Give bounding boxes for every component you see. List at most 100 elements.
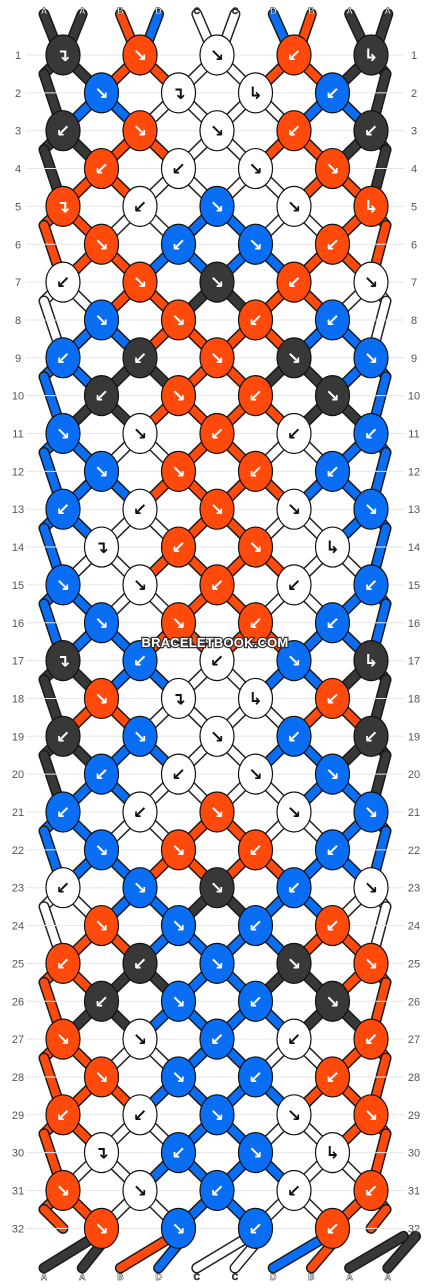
- knot-shape: [45, 185, 81, 227]
- knot-shape: [122, 261, 158, 303]
- knot: ↘: [83, 829, 120, 871]
- knot-shape: [45, 261, 81, 303]
- knot-arrow-icon: ↘: [94, 84, 108, 104]
- row-label-right: 31: [408, 1186, 420, 1198]
- knot-arrow-icon: ↙: [325, 614, 339, 634]
- knot: ↘: [122, 1169, 158, 1212]
- knot-shape: [45, 867, 81, 909]
- knot: ↙: [199, 412, 235, 455]
- strand-segment: [192, 1232, 254, 1272]
- knot: ↘: [237, 526, 274, 568]
- knot: ↘: [199, 337, 235, 379]
- knot-arrow-icon: ↙: [364, 576, 378, 596]
- knot: ↙: [353, 110, 389, 152]
- knot-arrow-icon: ↘: [171, 917, 185, 937]
- knot: ↙: [353, 412, 389, 455]
- knot-shape: [160, 677, 197, 720]
- knot: ↙: [314, 677, 351, 720]
- knot-shape: [353, 639, 389, 682]
- row-label-left: 29: [12, 1110, 24, 1122]
- knot: ↙: [45, 488, 81, 530]
- knot: ↘: [199, 1094, 235, 1136]
- knot-arrow-icon: ↙: [171, 538, 185, 558]
- knot-arrow-icon: ↙: [133, 197, 147, 217]
- row-label-left: 21: [12, 807, 24, 819]
- knot-arrow-icon: ↙: [133, 500, 147, 520]
- knot-arrow-icon: ↘: [133, 879, 147, 899]
- knot: ↘: [237, 1132, 274, 1174]
- knot-shape: [122, 412, 158, 455]
- knot-shape: [83, 1056, 120, 1098]
- knot-arrow-icon: ↙: [287, 576, 301, 596]
- knot-shape: [314, 526, 351, 568]
- knot: ↳: [314, 1132, 351, 1174]
- knot-arrow-icon: ↙: [210, 652, 224, 672]
- knot-arrow-icon: ↙: [287, 425, 301, 445]
- row-label-left: 10: [12, 391, 24, 403]
- knot-arrow-icon: ↳: [325, 1144, 339, 1164]
- knot-shape: [276, 337, 312, 379]
- knot-arrow-icon: ↘: [248, 235, 262, 255]
- knot-shape: [353, 488, 389, 530]
- row-label-left: 26: [12, 996, 24, 1008]
- row-label-left: 28: [12, 1072, 24, 1084]
- knot-arrow-icon: ↘: [171, 1219, 185, 1239]
- knot-arrow-icon: ↘: [325, 992, 339, 1012]
- knot: ↙: [45, 867, 81, 909]
- knot-shape: [83, 375, 120, 417]
- row-label-right: 16: [408, 618, 420, 630]
- row-label-right: 5: [411, 201, 417, 213]
- knot-arrow-icon: ↘: [171, 1068, 185, 1088]
- knot-arrow-icon: ↙: [325, 1219, 339, 1239]
- knot-shape: [237, 753, 274, 795]
- strand-label-bottom: D: [270, 1272, 277, 1282]
- strand-label-bottom: A: [346, 1272, 353, 1282]
- knot-shape: [276, 1094, 312, 1136]
- knot: ↙: [160, 223, 197, 265]
- knot-shape: [199, 639, 235, 682]
- knot: ↳: [353, 34, 389, 76]
- knot-shape: [237, 1132, 274, 1174]
- knot: ↳: [353, 639, 389, 682]
- knot: ↘: [353, 488, 389, 530]
- knot: ↘: [122, 110, 158, 152]
- knot: ↘: [122, 412, 158, 455]
- row-label-right: 21: [408, 807, 420, 819]
- knot: ↙: [276, 34, 312, 76]
- knot-arrow-icon: ↴: [171, 689, 185, 709]
- knot-shape: [276, 261, 312, 303]
- strand-segment: [40, 1205, 67, 1233]
- knot-arrow-icon: ↙: [364, 425, 378, 445]
- knot-shape: [314, 980, 351, 1022]
- knot-arrow-icon: ↙: [210, 1030, 224, 1050]
- knot: ↙: [237, 904, 274, 947]
- knot: ↙: [314, 602, 351, 644]
- knot-shape: [122, 715, 158, 757]
- knot-shape: [276, 715, 312, 757]
- knot: ↙: [83, 147, 120, 190]
- knot-shape: [237, 72, 274, 114]
- knot-arrow-icon: ↘: [210, 727, 224, 747]
- row-label-right: 6: [411, 239, 417, 251]
- knot-arrow-icon: ↙: [56, 122, 70, 142]
- knot-arrow-icon: ↙: [56, 500, 70, 520]
- knot-shape: [314, 147, 351, 190]
- knot-arrow-icon: ↘: [325, 160, 339, 180]
- knot: ↘: [83, 677, 120, 720]
- knot-shape: [199, 867, 235, 909]
- row-label-left: 13: [12, 504, 24, 516]
- knot-shape: [353, 34, 389, 76]
- knot-arrow-icon: ↴: [56, 652, 70, 672]
- knot-arrow-icon: ↘: [171, 992, 185, 1012]
- strand-segment: [40, 1232, 100, 1272]
- knot: ↘: [122, 34, 158, 76]
- strand-segment: [269, 1232, 331, 1272]
- knot-shape: [160, 72, 197, 114]
- knot-shape: [353, 564, 389, 606]
- knot: ↘: [160, 1056, 197, 1098]
- knot-arrow-icon: ↘: [325, 765, 339, 785]
- knot-shape: [122, 110, 158, 152]
- knot-shape: [83, 526, 120, 568]
- knot: ↙: [199, 564, 235, 606]
- strand-label-bottom: B: [308, 1272, 315, 1282]
